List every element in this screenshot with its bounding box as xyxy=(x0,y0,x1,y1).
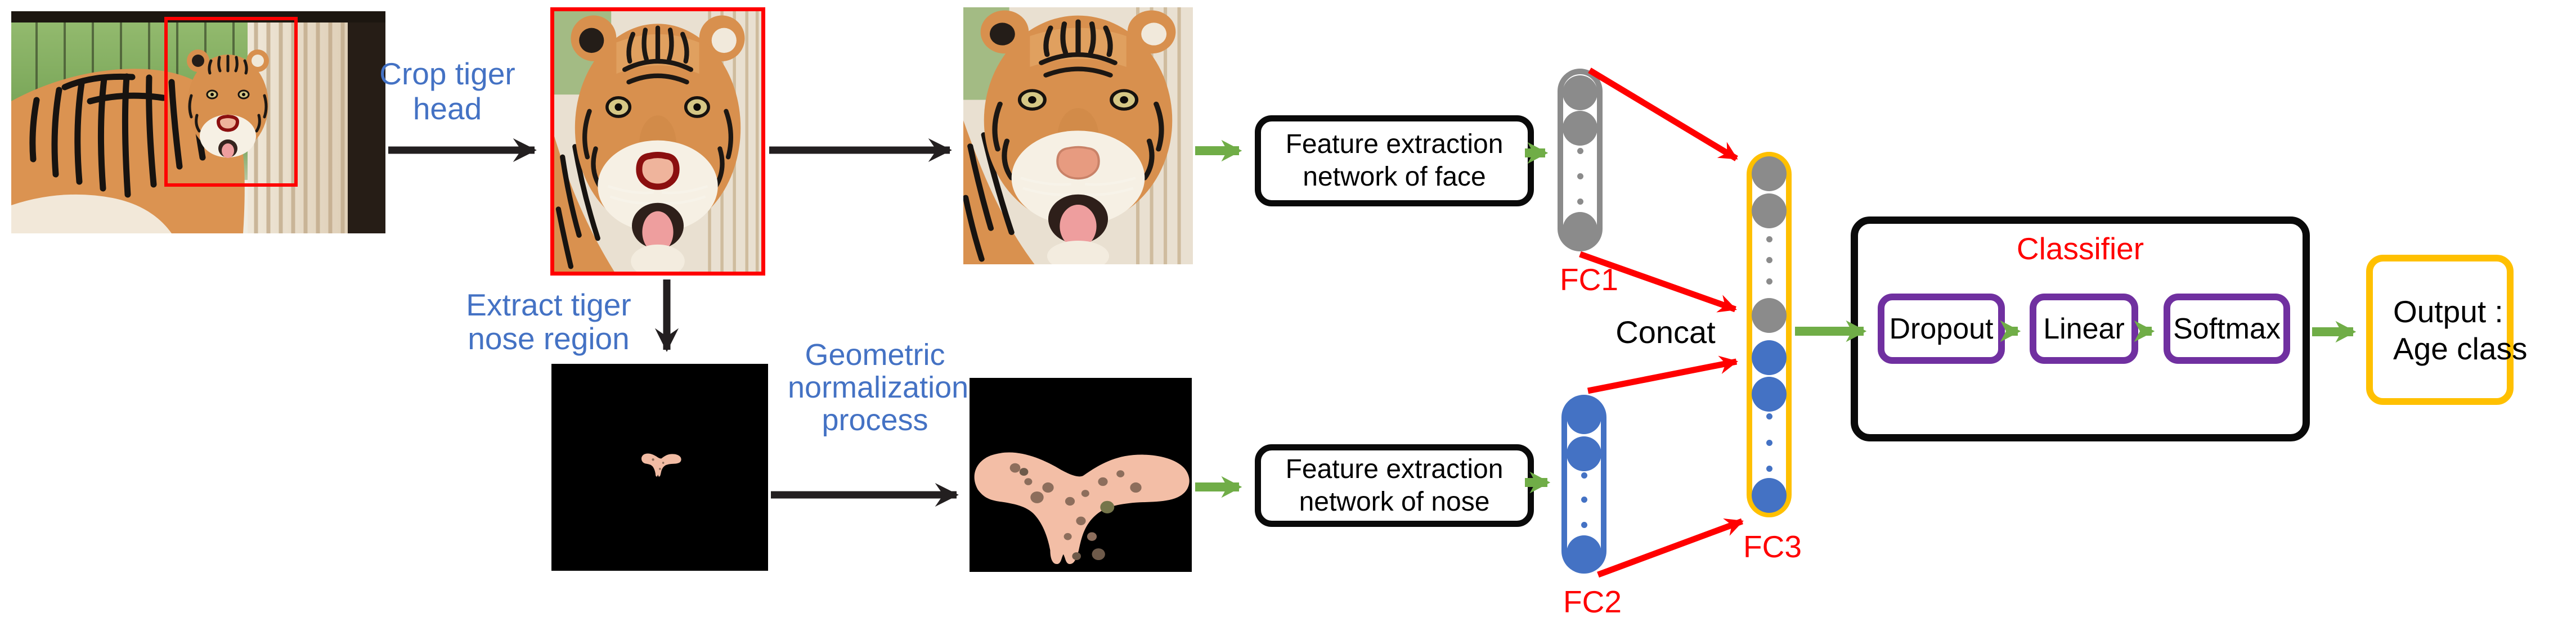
fc2-top-to-fc3-arrow xyxy=(1587,355,1738,394)
fc2-node xyxy=(1567,399,1601,434)
fc1-node xyxy=(1563,212,1597,247)
nose-network-box: Feature extraction network of nose xyxy=(1255,444,1534,527)
stage-softmax: Softmax xyxy=(2164,294,2290,364)
fc1-top-to-fc3-arrow xyxy=(1588,67,1738,161)
fc3-node-from-face xyxy=(1752,193,1787,228)
nose-normalized-image xyxy=(970,378,1192,572)
fc2-ellipsis-dot xyxy=(1581,472,1587,479)
nose-network-line2: network of nose xyxy=(1299,486,1490,517)
output-line1: Output : xyxy=(2393,294,2503,329)
fc3-node-from-nose xyxy=(1752,377,1787,412)
fc1-node xyxy=(1563,75,1597,110)
fc3-node-from-face xyxy=(1752,156,1787,191)
head-bounding-box xyxy=(164,17,298,187)
face-network-line2: network of face xyxy=(1303,162,1486,192)
normalized-nose-shape xyxy=(974,452,1190,565)
geometric-line3: process xyxy=(822,403,928,437)
face-network-line1: Feature extraction xyxy=(1285,129,1504,159)
fc2-label: FC2 xyxy=(1563,584,1622,619)
face-network-box: Feature extraction network of face xyxy=(1255,115,1534,206)
fc3-node-from-nose xyxy=(1752,478,1787,513)
fc2-node xyxy=(1567,535,1601,570)
fc1-ellipsis-dot xyxy=(1577,173,1583,179)
fc1-label: FC1 xyxy=(1560,262,1618,297)
fc3-ellipsis-dot xyxy=(1766,257,1772,263)
stage-dropout: Dropout xyxy=(1878,294,2005,364)
fc3-ellipsis-dot xyxy=(1766,440,1772,446)
crop-head-line1: Crop tiger xyxy=(379,56,515,91)
fc2-ellipsis-dot xyxy=(1581,497,1587,503)
nose-network-line1: Feature extraction xyxy=(1285,454,1504,484)
tiger-photo-art xyxy=(11,11,385,233)
fc1-node xyxy=(1563,111,1597,146)
geometric-line2: normalization xyxy=(788,371,969,404)
extract-nose-line2: nose region xyxy=(468,321,630,356)
fc1-ellipsis-dot xyxy=(1577,148,1583,154)
head-crop-image xyxy=(550,7,765,276)
geometric-norm-label: Geometric normalization process xyxy=(788,338,969,437)
concat-label: Concat xyxy=(1615,314,1716,350)
fc3-ellipsis-dot xyxy=(1766,466,1772,472)
fc3-node-from-face xyxy=(1752,298,1787,333)
fc3-label: FC3 xyxy=(1743,529,1802,564)
small-nose-shape xyxy=(641,453,681,477)
crop-head-label: Crop tiger head xyxy=(354,56,540,126)
fc2-ellipsis-dot xyxy=(1581,522,1587,528)
classifier-title: Classifier xyxy=(2016,231,2144,266)
fc3-node-from-nose xyxy=(1752,340,1787,375)
fc2-node xyxy=(1567,436,1601,471)
fc3-ellipsis-dot xyxy=(1766,413,1772,420)
fc3-ellipsis-dot xyxy=(1766,236,1772,242)
stage-linear: Linear xyxy=(2030,294,2138,364)
output-box: Output : Age class xyxy=(2366,255,2528,405)
fc2-bottom-to-fc3-arrow xyxy=(1597,518,1744,578)
output-line2: Age class xyxy=(2393,331,2528,366)
fc3-ellipsis-dot xyxy=(1766,278,1772,285)
tiger-head-art xyxy=(554,11,761,272)
fc1-ellipsis-dot xyxy=(1577,199,1583,205)
geometric-line1: Geometric xyxy=(805,338,945,372)
tiger-face-art xyxy=(963,7,1193,264)
nose-mask-image xyxy=(551,364,768,571)
extract-nose-line1: Extract tiger xyxy=(466,287,631,322)
source-photo xyxy=(11,11,385,233)
extract-nose-label: Extract tiger nose region xyxy=(450,288,647,355)
crop-head-line2: head xyxy=(412,91,482,126)
face-closeup-image xyxy=(963,7,1193,264)
